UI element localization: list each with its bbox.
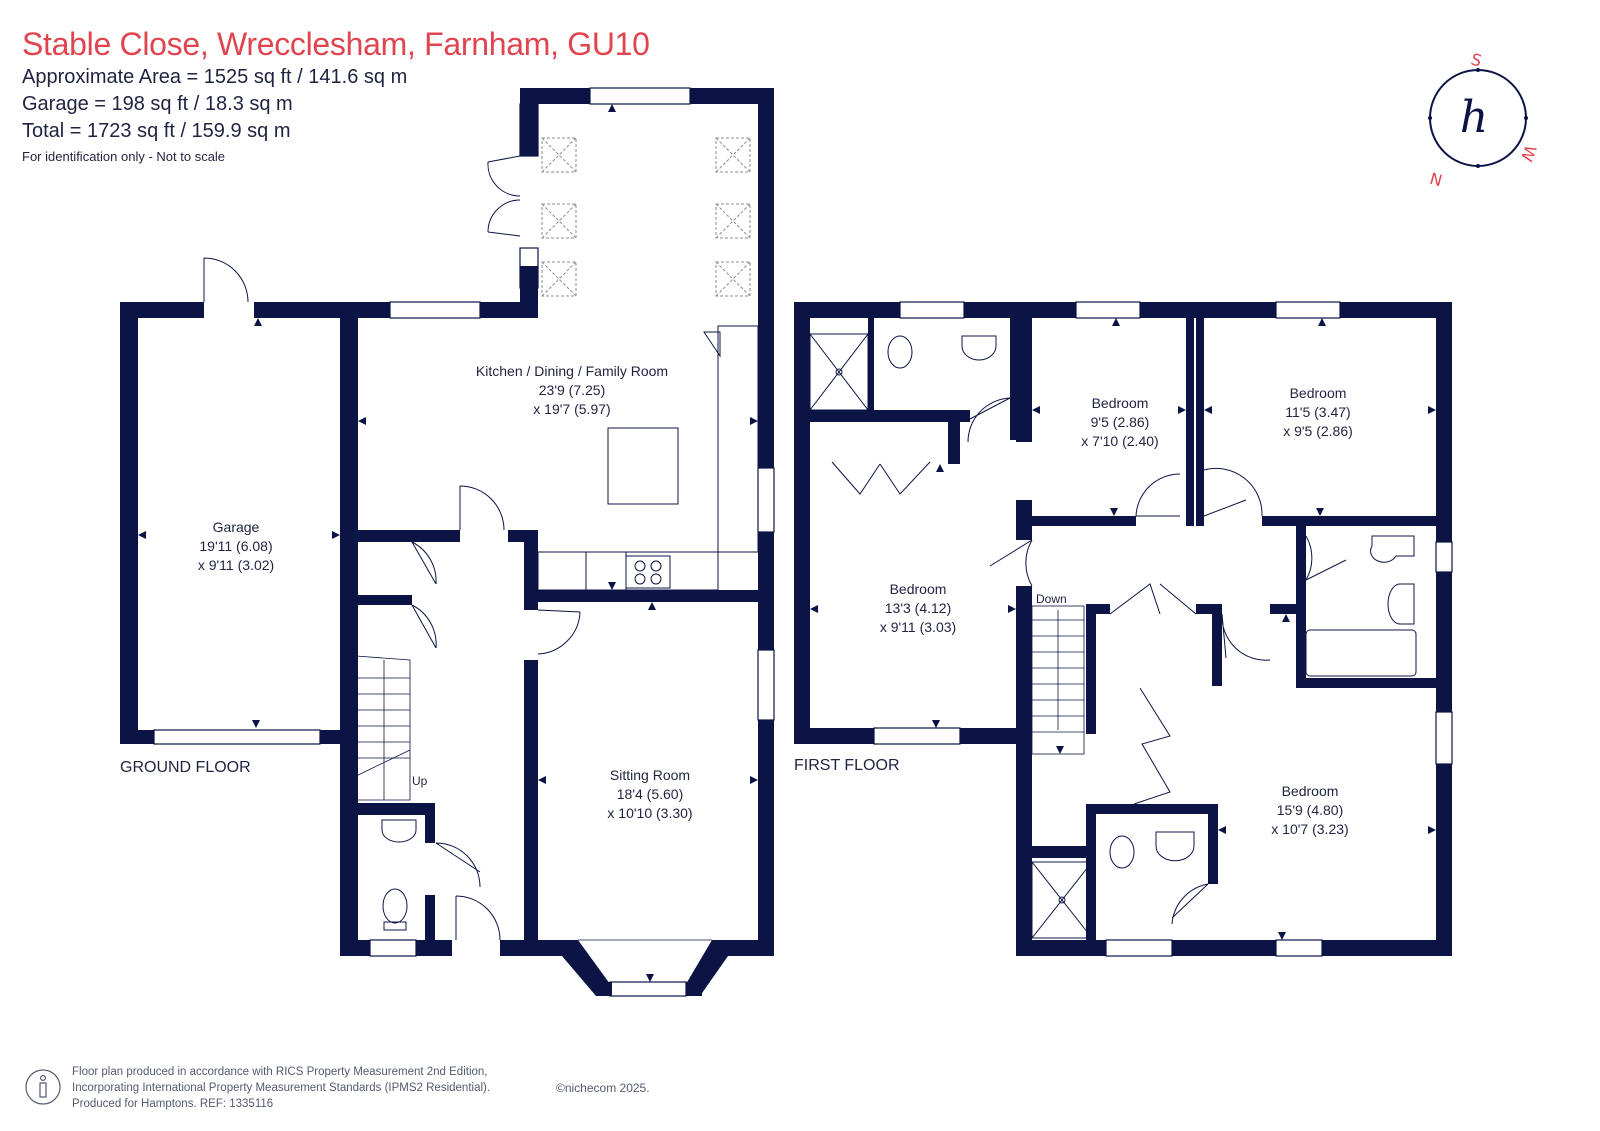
bedroom-a-dim1: 9'5 (2.86) xyxy=(1091,414,1150,430)
svg-text:13'3 (4.12): 13'3 (4.12) xyxy=(885,600,952,616)
skylights xyxy=(541,137,751,297)
svg-text:Down: Down xyxy=(1036,592,1067,606)
hob-icon xyxy=(625,555,671,589)
svg-text:x 19'7 (5.97): x 19'7 (5.97) xyxy=(533,401,610,417)
staircase-icon xyxy=(355,655,411,801)
svg-text:11'5 (3.47): 11'5 (3.47) xyxy=(1285,404,1350,420)
svg-text:9'5 (2.86): 9'5 (2.86) xyxy=(1091,414,1150,430)
compass-logo: h S W N E xyxy=(1428,50,1540,190)
bedroom-c-dim1: 13'3 (4.12) xyxy=(885,600,952,616)
ground-floor-windows xyxy=(153,87,775,997)
svg-text:Garage: Garage xyxy=(213,519,260,535)
footer-line-2: Incorporating International Property Mea… xyxy=(72,1082,491,1094)
svg-text:19'11 (6.08): 19'11 (6.08) xyxy=(199,538,272,554)
bedroom-a-dim2: x 7'10 (2.40) xyxy=(1081,433,1158,449)
first-floor-windows xyxy=(873,301,1453,957)
bedroom-a-name: Bedroom xyxy=(1092,395,1149,411)
page-title: Stable Close, Wrecclesham, Farnham, GU10 xyxy=(22,26,650,62)
svg-text:x 9'11 (3.02): x 9'11 (3.02) xyxy=(198,557,274,573)
bedroom-c-name: Bedroom xyxy=(890,581,947,597)
compass-s: S xyxy=(1469,50,1484,71)
ground-floor-doors xyxy=(203,155,759,941)
svg-text:Bedroom: Bedroom xyxy=(890,581,947,597)
svg-text:x 9'5 (2.86): x 9'5 (2.86) xyxy=(1283,423,1353,439)
garage-area: Garage = 198 sq ft / 18.3 sq m xyxy=(22,93,293,115)
bedroom-d-dim1: 15'9 (4.80) xyxy=(1277,802,1344,818)
svg-text:23'9 (7.25): 23'9 (7.25) xyxy=(539,382,606,398)
kitchen-name: Kitchen / Dining / Family Room xyxy=(476,363,668,379)
scale-note: For identification only - Not to scale xyxy=(22,149,226,164)
kitchen-dim2: x 19'7 (5.97) xyxy=(533,401,610,417)
svg-text:x 10'10 (3.30): x 10'10 (3.30) xyxy=(607,805,692,821)
svg-text:Bedroom: Bedroom xyxy=(1290,385,1347,401)
info-icon xyxy=(25,1069,61,1105)
copyright: ©nichecom 2025. xyxy=(556,1081,650,1095)
header: Stable Close, Wrecclesham, Farnham, GU10… xyxy=(22,24,650,164)
kitchen-dim1: 23'9 (7.25) xyxy=(539,382,606,398)
garage-dim1: 19'11 (6.08) xyxy=(199,538,272,554)
bathroom-fittings xyxy=(809,333,1417,939)
approx-area: Approximate Area = 1525 sq ft / 141.6 sq… xyxy=(22,66,408,88)
total-area: Total = 1723 sq ft / 159.9 sq m xyxy=(22,120,291,142)
footer: Floor plan produced in accordance with R… xyxy=(72,1064,490,1112)
svg-text:18'4 (5.60): 18'4 (5.60) xyxy=(617,786,684,802)
staircase-icon xyxy=(1031,605,1085,755)
up-label: Up xyxy=(412,774,428,788)
svg-text:x 7'10 (2.40): x 7'10 (2.40) xyxy=(1081,433,1158,449)
svg-text:Bedroom: Bedroom xyxy=(1092,395,1149,411)
ground-floor-walls xyxy=(120,88,774,996)
svg-text:Kitchen / Dining / Family Room: Kitchen / Dining / Family Room xyxy=(476,363,668,379)
svg-text:x 10'7 (3.23): x 10'7 (3.23) xyxy=(1271,821,1348,837)
first-floor-label: FIRST FLOOR xyxy=(794,757,900,774)
svg-text:Sitting Room: Sitting Room xyxy=(610,767,690,783)
svg-text:Bedroom: Bedroom xyxy=(1282,783,1339,799)
ground-floor-label: GROUND FLOOR xyxy=(120,759,251,776)
garage-dim2: x 9'11 (3.02) xyxy=(198,557,274,573)
footer-line-3: Produced for Hamptons. REF: 1335116 xyxy=(72,1098,274,1110)
garage-name: Garage xyxy=(213,519,260,535)
ground-floor-plan: Kitchen / Dining / Family Room 23'9 (7.2… xyxy=(120,87,775,997)
dimension-arrows xyxy=(810,318,1436,940)
compass-n: N xyxy=(1428,168,1444,189)
first-floor-plan: Bedroom 9'5 (2.86) x 7'10 (2.40) Bedroom… xyxy=(794,301,1453,957)
bedroom-b-dim1: 11'5 (3.47) xyxy=(1285,404,1350,420)
bedroom-b-dim2: x 9'5 (2.86) xyxy=(1283,423,1353,439)
down-label: Down xyxy=(1036,592,1067,606)
svg-text:FIRST FLOOR: FIRST FLOOR xyxy=(794,757,900,774)
footer-line-1: Floor plan produced in accordance with R… xyxy=(72,1066,488,1078)
svg-text:15'9 (4.80): 15'9 (4.80) xyxy=(1277,802,1344,818)
svg-text:GROUND FLOOR: GROUND FLOOR xyxy=(120,759,251,776)
bedroom-d-dim2: x 10'7 (3.23) xyxy=(1271,821,1348,837)
bedroom-c-dim2: x 9'11 (3.03) xyxy=(880,619,956,635)
monogram: h xyxy=(1460,92,1488,143)
sitting-room-dim1: 18'4 (5.60) xyxy=(617,786,684,802)
compass-w: W xyxy=(1517,143,1540,165)
bedroom-d-name: Bedroom xyxy=(1282,783,1339,799)
toilet-icon xyxy=(381,819,417,931)
first-floor-doors xyxy=(831,397,1347,925)
svg-text:x 9'11 (3.03): x 9'11 (3.03) xyxy=(880,619,956,635)
sitting-room-dim2: x 10'10 (3.30) xyxy=(607,805,692,821)
svg-text:Up: Up xyxy=(412,774,428,788)
dimension-arrows xyxy=(138,104,758,982)
sitting-room-name: Sitting Room xyxy=(610,767,690,783)
first-floor-walls xyxy=(794,302,1452,956)
bedroom-b-name: Bedroom xyxy=(1290,385,1347,401)
